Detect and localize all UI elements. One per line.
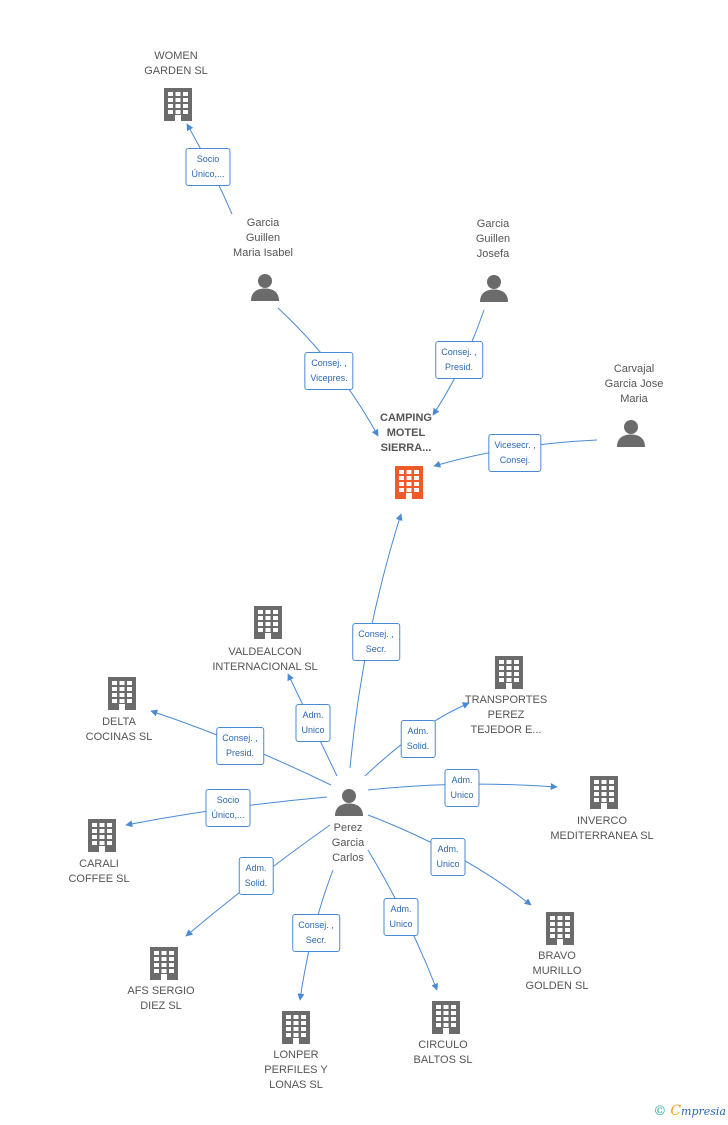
building-icon[interactable] bbox=[589, 775, 619, 814]
edge-label-garcia_josefa-to-camping[interactable]: Consej. , Presid. bbox=[435, 341, 483, 379]
edge-label-perez-to-valdealcon[interactable]: Adm. Unico bbox=[295, 704, 331, 742]
node-label[interactable]: DELTA COCINAS SL bbox=[85, 716, 153, 743]
building-icon[interactable] bbox=[394, 465, 424, 504]
edge-label-garcia_maria-to-women[interactable]: Socio Único,... bbox=[185, 148, 231, 186]
building-icon[interactable] bbox=[281, 1010, 311, 1049]
node-label[interactable]: CIRCULO BALTOS SL bbox=[413, 1039, 473, 1066]
building-icon[interactable] bbox=[87, 818, 117, 857]
node-label[interactable]: CAMPING MOTEL SIERRA... bbox=[380, 412, 432, 454]
edge-label-garcia_maria-to-camping[interactable]: Consej. , Vicepres. bbox=[304, 352, 354, 390]
brand-logo: ©Cmpresia bbox=[653, 1103, 726, 1119]
person-icon[interactable] bbox=[250, 272, 280, 307]
node-label[interactable]: BRAVO MURILLO GOLDEN SL bbox=[525, 950, 589, 992]
person-icon[interactable] bbox=[479, 273, 509, 308]
node-label[interactable]: Garcia Guillen Maria Isabel bbox=[233, 217, 293, 259]
node-label[interactable]: VALDEALCON INTERNACIONAL SL bbox=[212, 646, 318, 673]
building-icon[interactable] bbox=[149, 946, 179, 985]
node-label[interactable]: LONPER PERFILES Y LONAS SL bbox=[264, 1049, 328, 1091]
building-icon[interactable] bbox=[431, 1000, 461, 1039]
building-icon[interactable] bbox=[163, 87, 193, 126]
brand-initial: C bbox=[670, 1103, 682, 1119]
node-label[interactable]: Garcia Guillen Josefa bbox=[475, 218, 511, 260]
edge-label-carvajal-to-camping[interactable]: Vicesecr. , Consej. bbox=[488, 434, 542, 472]
edge-label-perez-to-camping[interactable]: Consej. , Secr. bbox=[352, 623, 400, 661]
node-label[interactable]: Carvajal Garcia Jose Maria bbox=[604, 363, 664, 405]
node-label[interactable]: AFS SERGIO DIEZ SL bbox=[127, 985, 195, 1012]
edge-label-perez-to-bravo[interactable]: Adm. Unico bbox=[430, 838, 466, 876]
person-icon[interactable] bbox=[334, 787, 364, 822]
edge-label-perez-to-inverco[interactable]: Adm. Unico bbox=[444, 769, 480, 807]
edge-label-perez-to-delta[interactable]: Consej. , Presid. bbox=[216, 727, 264, 765]
node-label[interactable]: CARALI COFFEE SL bbox=[68, 858, 130, 885]
edges-layer bbox=[125, 123, 598, 1001]
edge-label-perez-to-lonper[interactable]: Consej. , Secr. bbox=[292, 914, 340, 952]
building-icon[interactable] bbox=[545, 911, 575, 950]
edge-label-perez-to-afs[interactable]: Adm. Solid. bbox=[238, 857, 274, 895]
node-label[interactable]: Perez Garcia Carlos bbox=[331, 822, 365, 864]
node-label[interactable]: INVERCO MEDITERRANEA SL bbox=[550, 815, 654, 842]
brand-name: mpresia bbox=[681, 1105, 726, 1118]
node-label[interactable]: WOMEN GARDEN SL bbox=[144, 50, 208, 77]
building-icon[interactable] bbox=[107, 676, 137, 715]
copyright-mark: © bbox=[653, 1104, 667, 1119]
building-icon[interactable] bbox=[253, 605, 283, 644]
edge-label-perez-to-transportes[interactable]: Adm. Solid. bbox=[400, 720, 436, 758]
person-icon[interactable] bbox=[616, 418, 646, 453]
node-label[interactable]: TRANSPORTES PEREZ TEJEDOR E... bbox=[464, 694, 548, 736]
edge-label-perez-to-carali[interactable]: Socio Único,... bbox=[205, 789, 251, 827]
building-icon[interactable] bbox=[494, 655, 524, 694]
edge-label-perez-to-circulo[interactable]: Adm. Unico bbox=[383, 898, 419, 936]
